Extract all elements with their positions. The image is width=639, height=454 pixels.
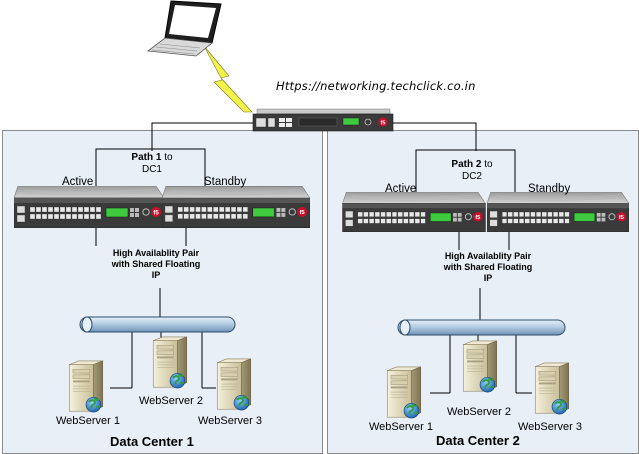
dc1-webserver-3-label: WebServer 3 [198, 415, 262, 427]
dc2-standby-appliance [487, 192, 629, 232]
dc2-ha-line-2: with Shared Floating [443, 262, 533, 272]
svg-text:f5: f5 [381, 120, 386, 126]
dc1-ha-line-3: IP [151, 270, 161, 280]
dc2-network-bus [397, 319, 566, 336]
dc1-path-target: DC1 [141, 164, 162, 175]
dc2-path-name: Path 2 [451, 159, 482, 170]
dc2-ha-line-3: IP [483, 273, 493, 283]
dc1-active-appliance [14, 186, 164, 228]
dc2-title: Data Center 2 [436, 433, 520, 448]
dc2-path-target: DC2 [461, 171, 482, 182]
data-center-2-zone [327, 130, 639, 454]
dc2-ha-label: High Availablity Pair with Shared Floati… [418, 251, 558, 284]
dc1-ha-label: High Availablity Pair with Shared Floati… [86, 248, 226, 281]
dc1-webserver-2-icon [152, 336, 188, 390]
dc1-webserver-2-label: WebServer 2 [139, 395, 203, 407]
wireless-link-icon [203, 45, 253, 113]
dc1-ha-line-2: with Shared Floating [111, 259, 201, 269]
dc1-path-label: Path 1 to DC1 [120, 152, 184, 176]
dc2-standby-label: Standby [528, 183, 571, 195]
dc2-webserver-3-icon [534, 362, 570, 416]
dc2-path-to: to [484, 159, 493, 170]
dc2-webserver-2-icon [462, 340, 498, 394]
dc1-webserver-3-icon [216, 358, 252, 412]
source-url: Https://networking.techclick.co.in [276, 79, 476, 93]
dc2-webserver-1-label: WebServer 1 [369, 421, 433, 433]
laptop-icon [146, 0, 222, 57]
data-center-1-zone [2, 130, 323, 454]
global-load-balancer: f5 [252, 108, 394, 132]
dc1-path-to: to [164, 152, 173, 163]
dc1-ha-line-1: High Availablity Pair [112, 248, 200, 258]
dc1-path-name: Path 1 [131, 152, 162, 163]
dc1-network-bus [79, 316, 236, 333]
uplink-wires [151, 122, 477, 151]
dc2-webserver-3-label: WebServer 3 [518, 421, 582, 433]
dc2-path-label: Path 2 to DC2 [440, 159, 504, 183]
dc2-active-label: Active [385, 183, 417, 195]
dc1-webserver-1-icon [68, 360, 104, 414]
dc2-active-appliance [342, 192, 486, 232]
dc1-standby-appliance [162, 186, 310, 228]
dc1-title: Data Center 1 [110, 434, 194, 449]
dc2-webserver-2-label: WebServer 2 [447, 406, 511, 418]
dc2-ha-line-1: High Availablity Pair [444, 251, 532, 261]
dc1-standby-label: Standby [204, 176, 247, 188]
dc2-webserver-1-icon [386, 366, 422, 420]
dc1-active-label: Active [62, 176, 94, 188]
dc1-webserver-1-label: WebServer 1 [56, 415, 120, 427]
